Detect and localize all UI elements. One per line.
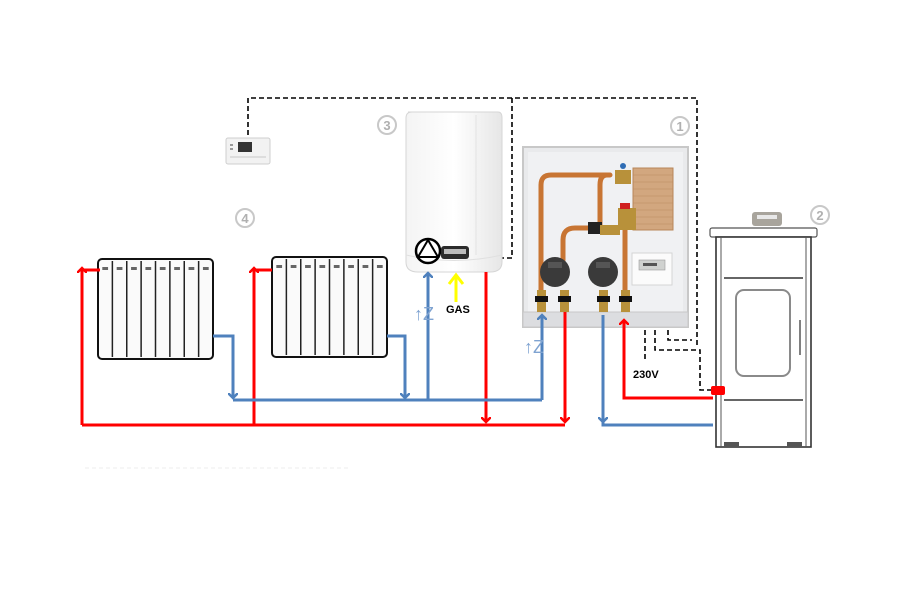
radiator-section-cap (174, 267, 180, 270)
pellet-stove (709, 212, 818, 448)
radiator-section-cap (290, 265, 297, 268)
cable-boiler-to-module (480, 98, 513, 259)
cold-water-symbol-boiler: ↑Z (414, 304, 434, 324)
plate-heat-exchanger (632, 167, 674, 231)
radiator-section-cap (305, 265, 311, 268)
hydraulic-module (522, 146, 689, 328)
radiator (97, 258, 214, 360)
badge-module: 1 (670, 116, 690, 136)
return-pipe-radiator-2 (387, 334, 405, 398)
stove-connector (711, 386, 725, 395)
gas-supply: GAS (446, 272, 470, 316)
cold-water-pipes (213, 273, 713, 427)
radiator-section-cap (116, 267, 123, 270)
cold-water-symbol-module: ↑Z (524, 337, 544, 357)
circulation-pump (540, 257, 570, 287)
radiator-section-cap (159, 267, 166, 270)
circulation-pump (588, 257, 618, 287)
copper-pipe (538, 172, 613, 303)
badge-stove: 2 (810, 205, 830, 225)
voltage-label: 230V (633, 369, 659, 381)
room-thermostat (225, 137, 271, 165)
badge-number: 2 (816, 208, 823, 223)
radiator-section-cap (276, 265, 283, 268)
radiator-section-cap (145, 267, 152, 270)
radiator-section-cap (131, 267, 137, 270)
radiator-section-cap (348, 265, 354, 268)
pump-symbol-icon (414, 237, 442, 265)
copper-pipe (597, 172, 610, 233)
badge-number: 3 (383, 118, 390, 133)
radiator-section-cap (319, 265, 326, 268)
gas-label: GAS (446, 304, 470, 316)
badge-radiators: 4 (235, 208, 255, 228)
radiator-section-cap (188, 267, 195, 270)
return-pipe-radiator-1 (213, 334, 233, 398)
hot-pipe-from-stove (624, 320, 713, 400)
radiator-section-cap (202, 267, 209, 270)
badge-number: 4 (241, 211, 249, 226)
radiator-section-cap (362, 265, 369, 268)
badge-boiler: 3 (377, 115, 397, 135)
gas-boiler (405, 111, 503, 273)
badge-number: 1 (676, 119, 683, 134)
stove-glass-door (735, 289, 791, 377)
cable-thermostat-to-module (247, 97, 700, 346)
radiator-section-cap (376, 265, 383, 268)
radiator-section-cap (102, 267, 109, 270)
radiator (271, 256, 388, 358)
cable-module-to-stove-2 (654, 290, 715, 391)
radiator-section-cap (333, 265, 340, 268)
copper-pipe (560, 225, 603, 263)
